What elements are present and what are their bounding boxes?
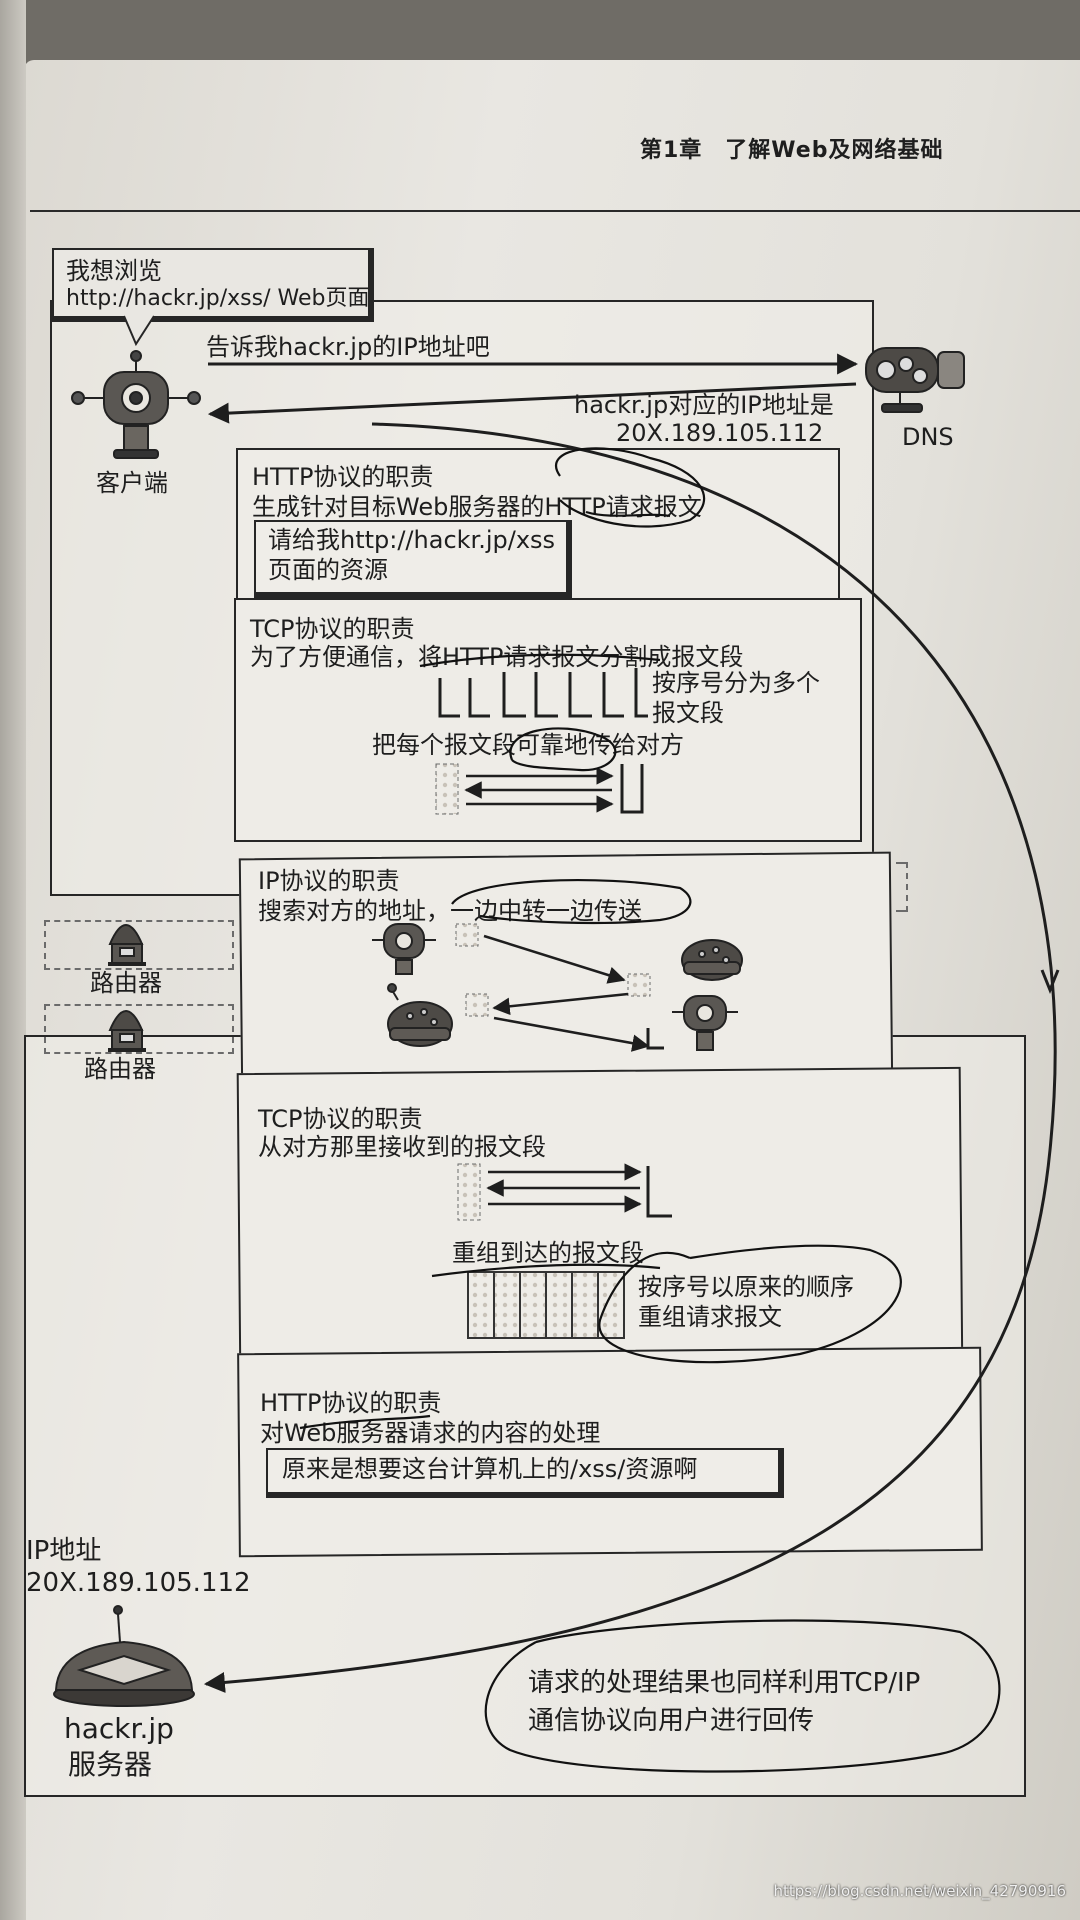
ip-hop-block-2: [627, 973, 651, 997]
router-2-icon: [108, 1010, 146, 1052]
reassembled-segments: [467, 1271, 625, 1339]
router-2-label: 路由器: [84, 1055, 156, 1083]
http-process-title: HTTP协议的职责: [260, 1389, 442, 1417]
router-hop-box-right: [896, 862, 908, 912]
tcp-send-sender-block: [435, 763, 459, 815]
ip-hop-block-3: [465, 993, 489, 1017]
http-request-note-box: [254, 520, 572, 598]
response-return-arc: [203, 422, 1057, 1693]
tcp-send-box: [234, 598, 862, 842]
tcp-send-segments: [438, 668, 648, 718]
tcp-send-note3: 把每个报文段可靠地传给对方: [372, 731, 684, 759]
tcp-receive-note2-line1: 按序号以原来的顺序: [638, 1273, 854, 1301]
router-1-label: 路由器: [90, 969, 162, 997]
client-robot-icon: [71, 350, 201, 459]
dns-server-icon: [865, 347, 965, 413]
ip-hop-arrow-2: [492, 992, 629, 1016]
ip-server-robot-icon: [672, 995, 738, 1051]
http-process-note-box: [266, 1448, 784, 1498]
server-name-line1: hackr.jp: [64, 1712, 174, 1745]
ip-client-robot-icon: [372, 923, 436, 975]
http-request-note-line2: 页面的资源: [268, 556, 388, 584]
http-process-desc: 对Web服务器请求的内容的处理: [260, 1419, 601, 1447]
dns-reply-arrow: [207, 382, 857, 424]
tcp-receive-desc: 从对方那里接收到的报文段: [258, 1133, 546, 1161]
speech-bubble-line2: http://hackr.jp/xss/ Web页面: [66, 286, 370, 311]
dns-label: DNS: [902, 423, 954, 451]
tcp-send-note-line2: 报文段: [652, 699, 724, 727]
ip-router-turtle-icon-2: [387, 983, 453, 1047]
ip-desc: 搜索对方的地址，一边中转一边传送: [258, 897, 642, 925]
tcp-receive-bracket: [646, 1166, 672, 1218]
tcp-receive-sender-block: [457, 1163, 481, 1221]
speech-bubble-tail: [123, 315, 155, 347]
ip-hop-arrow-3: [493, 1016, 650, 1052]
dns-request-text: 告诉我hackr.jp的IP地址吧: [206, 333, 490, 361]
tcp-send-note-line1: 按序号分为多个: [652, 669, 820, 697]
tcp-receive-note2-line2: 重组请求报文: [638, 1303, 782, 1331]
response-arc-arrowhead-mid: [1040, 969, 1060, 995]
speech-bubble-line1: 我想浏览: [66, 257, 162, 285]
ip-title: IP协议的职责: [258, 867, 400, 895]
dns-reply-line2: 20X.189.105.112: [616, 419, 824, 447]
tcp-send-receiver-bracket: [620, 764, 644, 814]
csdn-watermark: https://blog.csdn.net/weixin_42790916: [773, 1882, 1066, 1900]
server-icon: [53, 1605, 195, 1707]
router-hop-box-2: [44, 1004, 234, 1054]
http-request-note-line1: 请给我http://hackr.jp/xss: [268, 526, 556, 554]
client-label: 客户端: [96, 469, 168, 497]
previous-page-edge: [0, 0, 26, 1920]
header-rule: [30, 210, 1080, 212]
result-note-line2: 通信协议向用户进行回传: [528, 1706, 815, 1736]
server-name-line2: 服务器: [68, 1748, 153, 1781]
http-process-note: 原来是想要这台计算机上的/xss/资源啊: [282, 1455, 698, 1483]
ip-hop-bracket: [646, 1028, 664, 1050]
server-ip: 20X.189.105.112: [26, 1568, 251, 1598]
handwritten-marks: [299, 447, 1001, 1773]
speech-bubble: [52, 248, 374, 322]
chapter-heading: 第1章 了解Web及网络基础: [640, 138, 944, 163]
router-hop-box-1: [44, 920, 234, 970]
tcp-send-title: TCP协议的职责: [250, 615, 415, 643]
tcp-receive-note1: 重组到达的报文段: [452, 1239, 644, 1267]
router-1-icon: [108, 924, 146, 966]
ip-router-turtle-icon-1: [681, 939, 743, 981]
tcp-receive-title: TCP协议的职责: [258, 1105, 423, 1133]
result-note-line1: 请求的处理结果也同样利用TCP/IP: [528, 1668, 921, 1698]
ip-hop-block-1: [455, 923, 479, 947]
server-ip-label: IP地址: [26, 1536, 102, 1566]
http-request-title: HTTP协议的职责: [252, 463, 434, 491]
ip-hop-arrow-1: [483, 934, 626, 984]
